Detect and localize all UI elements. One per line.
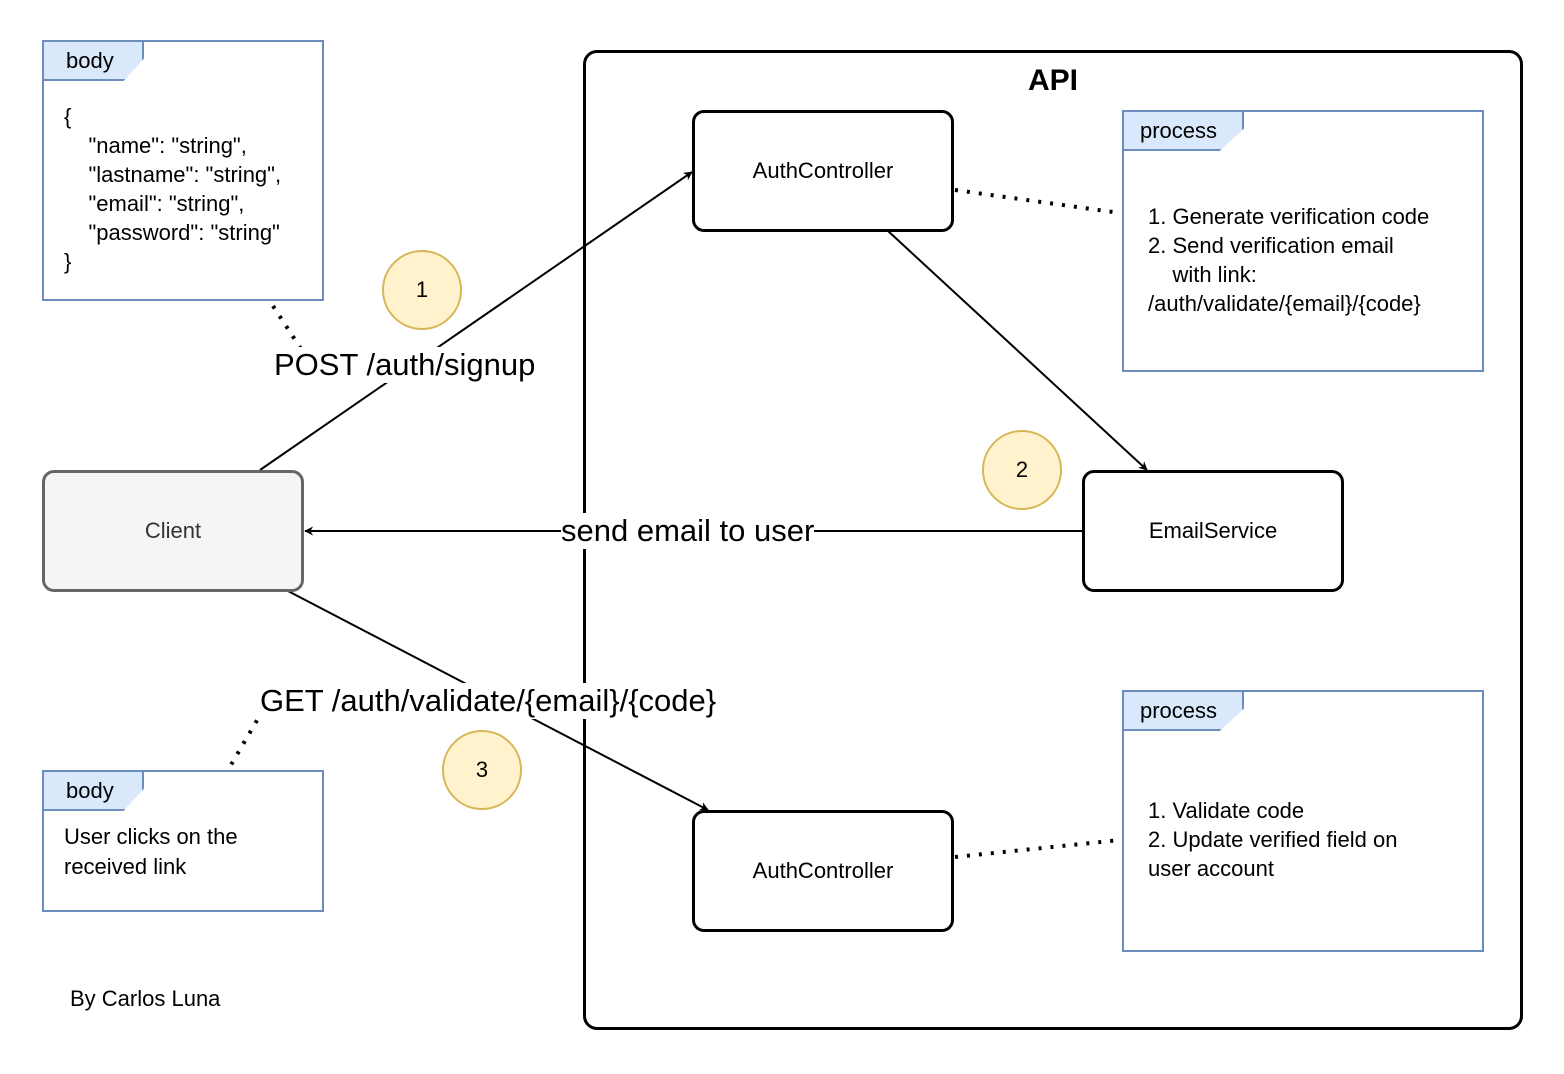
api-title: API <box>1027 64 1078 97</box>
signup-body-link <box>271 304 307 357</box>
signup-process-text: 1. Generate verification code 2. Send ve… <box>1148 204 1430 316</box>
auth-controller-signup-label: AuthController <box>752 158 894 183</box>
signup-arrow <box>259 171 693 471</box>
auth-controller-signup-node[interactable]: AuthController <box>692 110 954 232</box>
validate-body-tab: body <box>42 770 144 811</box>
signup-body-tab: body <box>42 40 144 81</box>
validate-body-link <box>226 708 265 772</box>
client-node[interactable]: Client <box>42 470 304 592</box>
validate-body-text: User clicks on the received link <box>64 824 238 879</box>
signup-edge-label: POST /auth/signup <box>274 347 536 383</box>
auth-controller-validate-node[interactable]: AuthController <box>692 810 954 932</box>
validate-process-text: 1. Validate code 2. Update verified fiel… <box>1148 798 1398 881</box>
validate-process-note: process 1. Validate code 2. Update verif… <box>1122 690 1484 952</box>
step-badge-2: 2 <box>982 430 1062 510</box>
signup-process-tab: process <box>1122 110 1244 151</box>
validate-body-note: body User clicks on the received link <box>42 770 324 912</box>
author-credit: By Carlos Luna <box>70 986 221 1011</box>
signup-body-note: body { "name": "string", "lastname": "st… <box>42 40 324 301</box>
validate-edge-label: GET /auth/validate/{email}/{code} <box>260 683 717 719</box>
auth-controller-validate-label: AuthController <box>752 858 894 883</box>
signup-process-note: process 1. Generate verification code 2.… <box>1122 110 1484 372</box>
send-email-edge-label: send email to user <box>561 513 815 549</box>
step-badge-1: 1 <box>382 250 462 330</box>
validate-process-tab: process <box>1122 690 1244 731</box>
signup-body-text: { "name": "string", "lastname": "string"… <box>64 104 282 274</box>
controller-to-email-service-arrow <box>887 230 1148 471</box>
client-label: Client <box>144 518 202 543</box>
email-service-node[interactable]: EmailService <box>1082 470 1344 592</box>
email-service-label: EmailService <box>1148 518 1278 543</box>
step-badge-3: 3 <box>442 730 522 810</box>
